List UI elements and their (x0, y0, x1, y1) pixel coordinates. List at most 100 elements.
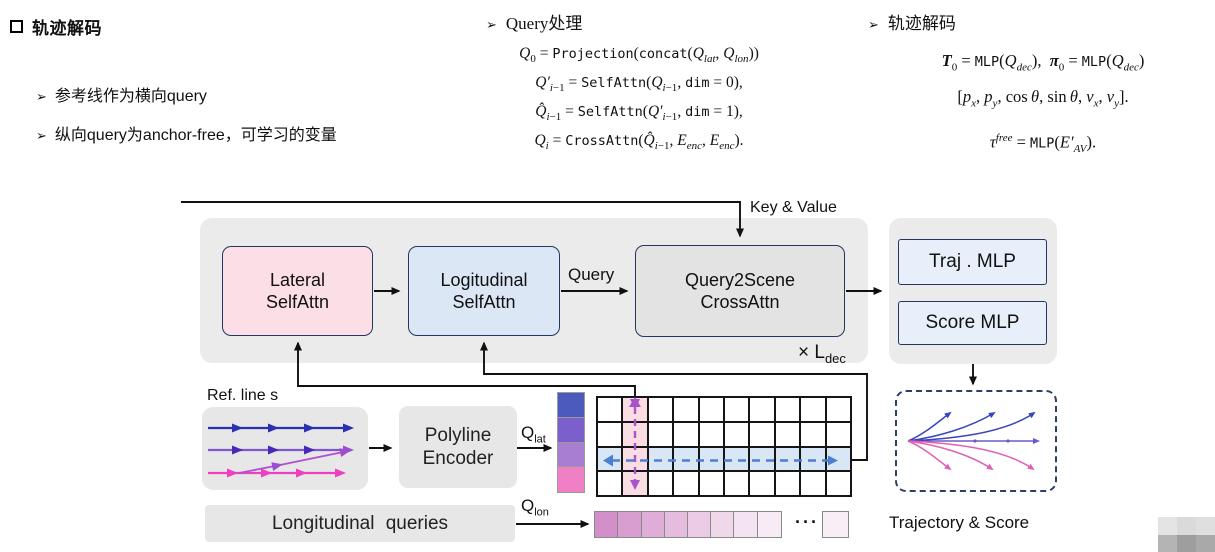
qlon-queue (594, 511, 782, 538)
query-grid (596, 396, 852, 497)
q-lat-label: Qlat (521, 423, 546, 446)
queue-cell (640, 511, 666, 538)
bullet-item: ➢ 纵向query为anchor-free，可学习的变量 (36, 121, 337, 145)
page-title: 轨迹解码 (10, 14, 102, 39)
arrow-bullet-icon: ➢ (36, 89, 47, 104)
grid-cell (623, 447, 647, 471)
grid-cell (699, 472, 723, 495)
queue-cell (687, 511, 713, 538)
grid-cell (674, 422, 698, 446)
grid-cell (648, 422, 673, 446)
section-heading-text: 轨迹解码 (887, 14, 956, 33)
watermark-cell (1196, 517, 1215, 535)
score-mlp-block: Score MLP (898, 301, 1047, 345)
grid-cell (826, 422, 850, 446)
grid-cell (801, 398, 825, 421)
grid-cell (826, 472, 850, 495)
grid-cell (775, 472, 800, 495)
queue-cell (594, 511, 620, 538)
arrow-bullet-icon: ➢ (868, 17, 879, 32)
q-lon-label: Qlon (521, 496, 549, 519)
key-value-label: Key & Value (750, 199, 837, 216)
qlat-cell (557, 441, 585, 469)
queue-cell (617, 511, 643, 538)
qlat-cell (557, 416, 585, 444)
equation-line: Qi = CrossAttn(Q̂i−1, Eenc, Eenc). (534, 132, 744, 153)
qlat-cell (557, 466, 585, 493)
l-dec-label: × Ldec (798, 342, 846, 366)
grid-cell (674, 447, 698, 471)
ref-line-lane-change (238, 448, 351, 474)
queue-ellipsis: ··· (795, 512, 819, 532)
queue-cell (733, 511, 759, 538)
grid-cell (750, 398, 774, 421)
grid-cell (724, 422, 749, 446)
trajectory-output-box (895, 390, 1057, 492)
grid-cell (750, 447, 774, 471)
watermark-cell (1177, 534, 1196, 552)
watermark-mosaic (1158, 517, 1215, 552)
grid-cell (699, 398, 723, 421)
decode-equations: T0 = MLP(Qdec), π0 = MLP(Qdec) [px, py, … (876, 48, 1210, 161)
grid-cell (623, 472, 647, 495)
bullet-item: ➢ 参考线作为横向query (36, 82, 207, 106)
square-bullet-icon (10, 20, 23, 33)
grid-cell (775, 422, 800, 446)
query-equations: Q0 = Projection(concat(Qlat, Qlon)) Q′i−… (478, 42, 800, 158)
trajectory-pink (907, 440, 1035, 471)
grid-cell (826, 398, 850, 421)
trajectory-pink (907, 440, 952, 471)
bullet-text: 纵向query为anchor-free，可学习的变量 (54, 127, 337, 144)
arrow-bullet-icon: ➢ (36, 128, 47, 143)
queue-cell (663, 511, 689, 538)
qlat-cell (557, 392, 585, 419)
grid-cell (775, 447, 800, 471)
trajectory-score-label: Trajectory & Score (889, 513, 1030, 532)
arrow-bullet-icon: ➢ (486, 17, 497, 32)
grid-cell (724, 472, 749, 495)
qlat-column (557, 392, 585, 493)
grid-cell (801, 422, 825, 446)
trajectory-blue (907, 411, 952, 442)
queue-cell (710, 511, 736, 538)
trajectory-pink (907, 440, 994, 471)
ref-lines-graphic (208, 423, 354, 478)
grid-cell (750, 472, 774, 495)
grid-cell (801, 472, 825, 495)
trajectory-blue (907, 411, 1036, 442)
watermark-cell (1177, 517, 1196, 535)
grid-cell (648, 447, 673, 471)
query-label: Query (568, 265, 615, 284)
watermark-cell (1158, 534, 1177, 552)
grid-cell (648, 472, 673, 495)
grid-cell (598, 398, 622, 421)
equation-line: τfree = MLP(E′AV). (989, 131, 1097, 155)
grid-cell (699, 422, 723, 446)
watermark-cell (1158, 517, 1177, 535)
equation-line: Q′i−1 = SelfAttn(Qi−1, dim = 0), (535, 74, 743, 95)
section-heading-text: Query处理 (505, 14, 583, 33)
grid-cell (674, 398, 698, 421)
grid-cell (801, 447, 825, 471)
grid-cell (674, 472, 698, 495)
grid-cell (623, 422, 647, 446)
grid-cell (598, 422, 622, 446)
grid-cell (598, 447, 622, 471)
traj-mlp-block: Traj . MLP (898, 239, 1047, 285)
grid-cell (826, 447, 850, 471)
longitudinal-queries-block: Longitudinal queries (205, 505, 515, 542)
bullet-text: 参考线作为横向query (54, 88, 207, 105)
equation-line: T0 = MLP(Qdec), π0 = MLP(Qdec) (941, 51, 1145, 74)
grid-cell (775, 398, 800, 421)
ref-line-label: Ref. line s (207, 387, 279, 404)
equation-line: [px, py, cos θ, sin θ, vx, vy]. (957, 87, 1129, 110)
grid-cell (699, 447, 723, 471)
grid-cell (724, 398, 749, 421)
section-heading-query: ➢ Query处理 (486, 9, 582, 34)
equation-line: Q0 = Projection(concat(Qlat, Qlon)) (519, 45, 759, 66)
equation-line: Q̂i−1 = SelfAttn(Q′i−1, dim = 1), (535, 103, 743, 124)
